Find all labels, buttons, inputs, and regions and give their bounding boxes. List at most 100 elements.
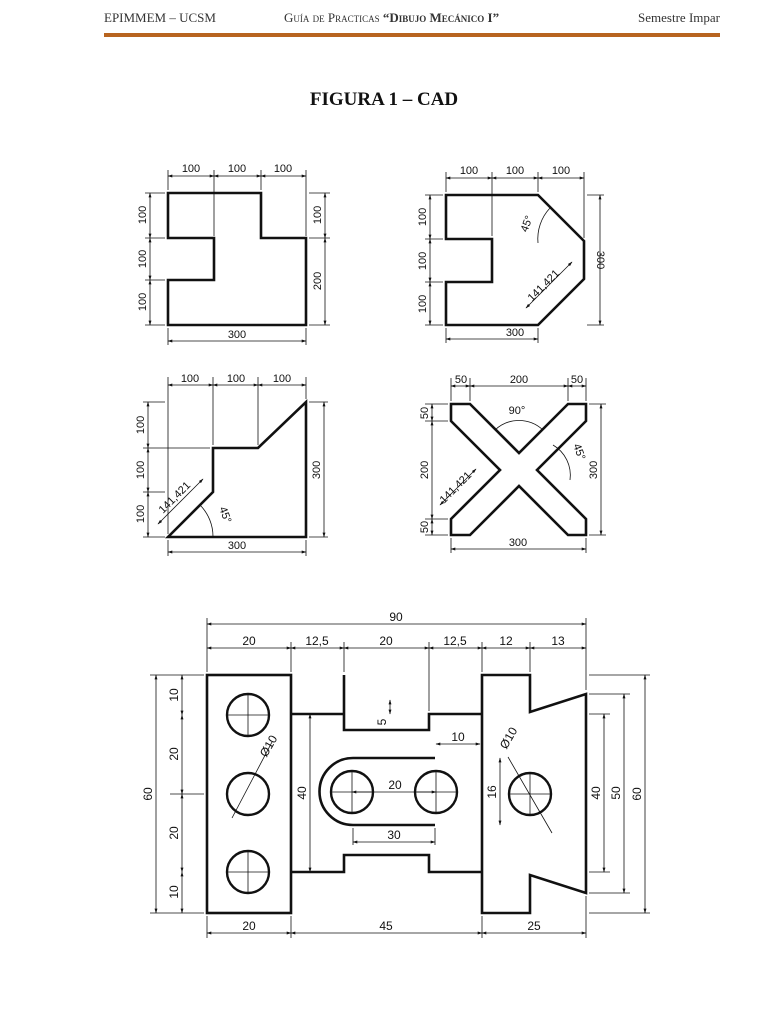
fig5-bottom-dim-2: 45 bbox=[379, 919, 393, 933]
fig5-hole-dia-right: Ø10 bbox=[497, 724, 521, 751]
fig1-extension-lines bbox=[145, 170, 330, 345]
fig5-top-dim-6: 13 bbox=[551, 634, 565, 648]
fig1-right-dim-bottom: 200 bbox=[312, 272, 324, 290]
fig5-left-dim-4: 10 bbox=[167, 885, 181, 899]
fig2-angle-arc bbox=[537, 207, 551, 244]
fig5-left-block bbox=[205, 673, 293, 915]
fig5-slot-length-dim: 30 bbox=[387, 828, 401, 842]
fig5-slot-center-dim: 20 bbox=[388, 778, 402, 792]
fig5-hole-left-mid bbox=[225, 771, 271, 817]
fig4-left-dim-2: 200 bbox=[419, 461, 431, 479]
fig2-angle-label: 45° bbox=[519, 214, 536, 234]
fig3-left-dim-3: 100 bbox=[135, 505, 147, 523]
header-right: Semestre Impar bbox=[638, 10, 720, 25]
fig2-top-dim-1: 100 bbox=[460, 165, 478, 177]
fig5-left-total: 60 bbox=[141, 787, 155, 801]
fig5-slot-width-dim: 16 bbox=[485, 785, 499, 799]
fig5-total-width: 90 bbox=[389, 610, 403, 624]
fig4-extension-lines bbox=[425, 378, 606, 553]
fig1-outline bbox=[166, 191, 308, 327]
fig5-right-dim-3: 60 bbox=[630, 787, 644, 801]
fig1-left-dim-2: 100 bbox=[137, 250, 149, 268]
fig3-top-dim-2: 100 bbox=[227, 373, 245, 385]
fig5-top-dim-5: 12 bbox=[499, 634, 513, 648]
fig1-top-dim-3: 100 bbox=[274, 163, 292, 175]
fig2-top-dim-2: 100 bbox=[506, 165, 524, 177]
fig3-top-dim-3: 100 bbox=[273, 373, 291, 385]
figure-3 bbox=[143, 377, 328, 556]
fig2-left-dim-3: 100 bbox=[417, 295, 429, 313]
fig4-angle-right-label: 45° bbox=[570, 442, 587, 462]
fig5-right-dim-2: 50 bbox=[609, 786, 623, 800]
fig3-angle-label: 45° bbox=[216, 505, 233, 525]
fig3-diagonal-dim: 141,421 bbox=[157, 480, 194, 517]
fig5-hole-left-bottom bbox=[225, 849, 271, 895]
fig4-left-dim-1: 50 bbox=[419, 407, 431, 419]
fig3-angle-arc bbox=[199, 504, 214, 538]
fig2-top-dim-3: 100 bbox=[552, 165, 570, 177]
fig5-bottom-dim-1: 20 bbox=[242, 919, 256, 933]
fig5-bottom-dim-3: 25 bbox=[527, 919, 541, 933]
fig5-top-dim-3: 20 bbox=[379, 634, 393, 648]
header-left: EPIMMEM – UCSM bbox=[104, 10, 216, 25]
header-rule bbox=[104, 33, 720, 37]
fig5-right-block bbox=[480, 673, 588, 915]
fig4-top-dim-2: 200 bbox=[510, 374, 528, 386]
fig5-left-dim-1: 10 bbox=[167, 688, 181, 702]
fig1-top-dim-2: 100 bbox=[228, 163, 246, 175]
fig5-left-dim-3: 20 bbox=[167, 826, 181, 840]
fig5-dia-leader-right bbox=[507, 756, 553, 834]
fig2-bottom-dim: 300 bbox=[506, 327, 524, 339]
fig4-right-dim: 300 bbox=[588, 461, 600, 479]
fig4-bottom-dim: 300 bbox=[509, 537, 527, 549]
header-center-prefix: Guía de Practicas bbox=[284, 10, 383, 25]
fig5-dia-leader-left bbox=[231, 741, 273, 819]
fig5-middle-body bbox=[291, 675, 482, 874]
fig5-hole-left-top bbox=[225, 692, 271, 738]
fig1-left-dim-1: 100 bbox=[137, 206, 149, 224]
fig4-angle-top-label: 90° bbox=[509, 405, 526, 417]
fig5-top-dim-1: 20 bbox=[242, 634, 256, 648]
fig3-bottom-dim: 300 bbox=[228, 540, 246, 552]
fig2-outline bbox=[444, 193, 586, 327]
figure-5 bbox=[150, 618, 650, 938]
fig3-outline bbox=[164, 398, 308, 539]
fig3-left-dim-2: 100 bbox=[135, 461, 147, 479]
fig5-right-dim-1: 40 bbox=[589, 786, 603, 800]
fig3-left-dim-1: 100 bbox=[135, 416, 147, 434]
page-title: FIGURA 1 – CAD bbox=[309, 89, 459, 110]
fig4-top-dim-3: 50 bbox=[571, 374, 583, 386]
fig1-left-dim-3: 100 bbox=[137, 293, 149, 311]
fig4-top-dim-1: 50 bbox=[455, 374, 467, 386]
figure-4 bbox=[425, 378, 606, 553]
fig4-angle-arc-top bbox=[494, 420, 544, 431]
fig5-top-dim-4: 12,5 bbox=[443, 634, 467, 648]
fig4-angle-arc-right bbox=[552, 444, 571, 481]
fig2-right-dim: 300 bbox=[594, 251, 606, 269]
fig1-top-dim-1: 100 bbox=[182, 163, 200, 175]
fig5-top-dim-2: 12,5 bbox=[305, 634, 329, 648]
fig2-left-dim-2: 100 bbox=[417, 252, 429, 270]
fig4-left-dim-3: 50 bbox=[419, 521, 431, 533]
fig5-slot-offset-dim: 10 bbox=[451, 730, 465, 744]
fig5-left-dim-2: 20 bbox=[167, 747, 181, 761]
fig3-right-dim: 300 bbox=[311, 461, 323, 479]
fig3-top-dim-1: 100 bbox=[181, 373, 199, 385]
figure-1 bbox=[145, 170, 330, 345]
fig5-inner-height: 40 bbox=[295, 786, 309, 800]
fig5-notch-dim: 5 bbox=[375, 718, 389, 725]
header-center-title: “Dibujo Mecánico I” bbox=[382, 10, 500, 25]
fig5-hole-dia-left: Ø10 bbox=[257, 732, 281, 759]
fig1-bottom-dim: 300 bbox=[228, 329, 246, 341]
fig2-diagonal-dim: 141,421 bbox=[526, 268, 563, 305]
figure-2 bbox=[425, 172, 604, 343]
fig4-outline bbox=[449, 402, 588, 537]
fig2-extension-lines bbox=[425, 172, 604, 343]
fig2-left-dim-1: 100 bbox=[417, 208, 429, 226]
header-center: Guía de Practicas “Dibujo Mecánico I” bbox=[284, 10, 499, 26]
fig1-right-dim-top: 100 bbox=[312, 206, 324, 224]
fig5-centerlines bbox=[228, 695, 550, 892]
fig3-extension-lines bbox=[143, 377, 328, 556]
fig5-slot bbox=[318, 756, 435, 827]
